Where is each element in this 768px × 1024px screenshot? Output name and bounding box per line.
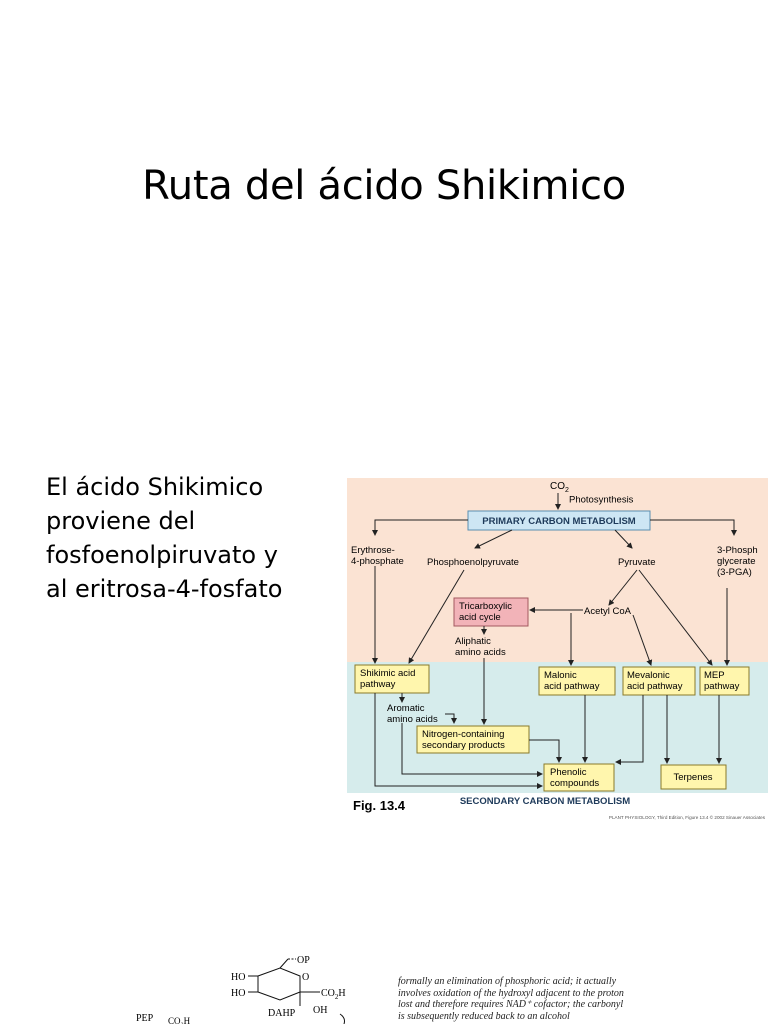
terpenes-label: Terpenes [673, 772, 712, 783]
edge-pyruvate-acetyl [608, 569, 638, 606]
malonic-box [538, 666, 616, 696]
body-line: al eritrosa-4-fosfato [46, 575, 283, 603]
terpenes-box [660, 764, 727, 790]
pyruvate-label: Pyruvate [618, 557, 656, 568]
tca-box [453, 597, 529, 627]
edge-aromatic-nitrogen [445, 713, 457, 724]
edge-header-pep [474, 529, 513, 549]
dahp-label: DAHP [268, 1008, 296, 1019]
edge-mevalonic-phenolic [615, 695, 644, 765]
figure-credit: PLANT PHYSIOLOGY, Third Edition, Figure … [609, 814, 766, 820]
metabolism-diagram: CO2 Photosynthesis PRIMARY CARBON METABO… [347, 478, 768, 823]
primary-metabolism-label: PRIMARY CARBON METABOLISM [482, 516, 635, 527]
co2h-label: CO2H [321, 988, 346, 1001]
edge-pyruvate-mep [638, 569, 713, 666]
ring-bond [279, 958, 289, 969]
caption-line: formally an elimination of phosphoric ac… [398, 976, 617, 987]
body-line: proviene del [46, 507, 196, 535]
sugar-ring [257, 967, 301, 1001]
pep-label: Phosphoenolpyruvate [427, 557, 519, 568]
pep-co2h-label: CO₂H [168, 1016, 191, 1024]
edge-aromatic-phenolic [401, 723, 543, 777]
edge-header-pyruvate [614, 529, 633, 549]
nitrogen-box [416, 725, 530, 754]
edge-header-erythrose [372, 519, 468, 536]
figure-footer-region [347, 793, 768, 823]
fig-label: Fig. 13.4 [353, 798, 406, 813]
phenolic-box [543, 763, 615, 792]
mep-box [699, 666, 750, 696]
oh-label: OH [313, 1005, 327, 1016]
body-line: El ácido Shikimico [46, 473, 264, 501]
edge-shikimic-phenolic [374, 693, 543, 789]
op-label: OP [297, 955, 310, 966]
photosynthesis-label: Photosynthesis [569, 495, 634, 506]
ho-label: HO [231, 988, 245, 999]
edge-header-pga [650, 519, 737, 536]
pep-label: PEP [136, 1013, 154, 1024]
mevalonic-box [622, 666, 696, 696]
edge-acetyl-mevalonic [632, 614, 653, 666]
slide-title: Ruta del ácido Shikimico [142, 163, 626, 209]
caption-line: involves oxidation of the hydroxyl adjac… [398, 987, 624, 999]
reaction-arrow [339, 1013, 345, 1024]
caption-line: lost and therefore requires NAD⁺ cofacto… [398, 999, 624, 1010]
erythrose-label: Erythrose-4-phosphate [351, 545, 404, 567]
caption-line: is subsequently reduced back to an alcoh… [398, 1010, 570, 1022]
edge-pep-shikimic [408, 569, 465, 664]
reaction-caption: formally an elimination of phosphoric ac… [398, 976, 698, 1022]
body-line: fosfoenolpiruvato y [46, 541, 278, 569]
secondary-metabolism-label: SECONDARY CARBON METABOLISM [460, 796, 630, 807]
edge-nitrogen-phenolic [529, 739, 562, 763]
ring-o-label: O [302, 972, 309, 983]
acetyl-coa-label: Acetyl CoA [584, 606, 632, 617]
dahp-structure: OP HO O HO CO2H DAHP OH PEP CO₂H [130, 950, 370, 1024]
ho-label: HO [231, 972, 245, 983]
co2-label: CO2 [550, 481, 569, 494]
shikimic-box [354, 664, 430, 694]
body-text: El ácido Shikimico proviene del fosfoeno… [46, 470, 336, 606]
